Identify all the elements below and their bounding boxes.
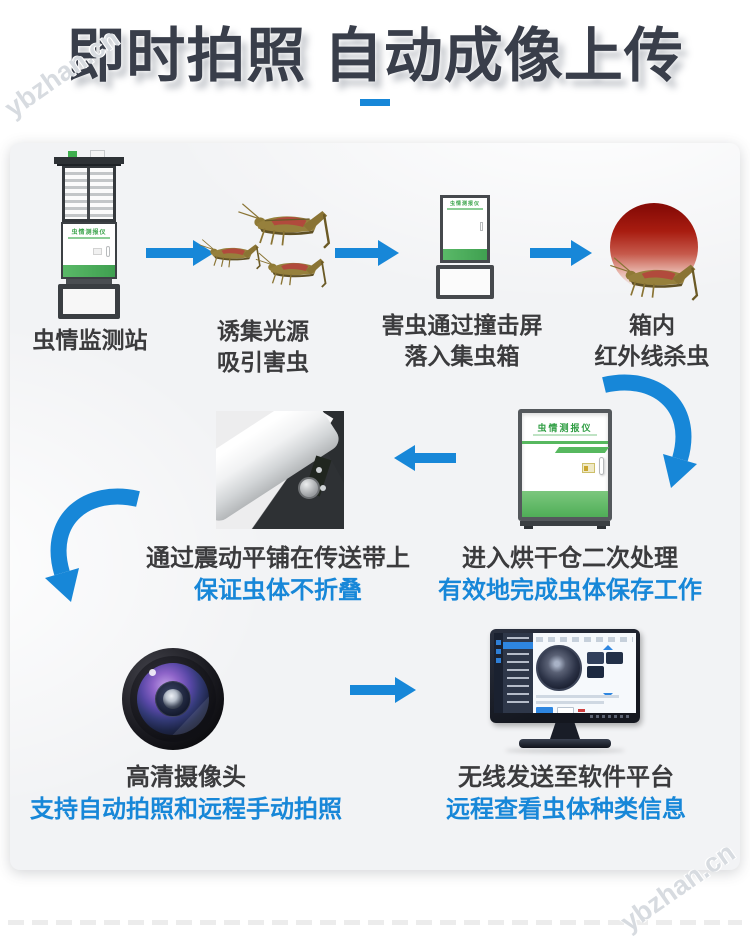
locusts-image: [198, 199, 334, 293]
station-base: [58, 284, 120, 319]
dryer-panel-text: 虫情测报仪: [537, 423, 593, 433]
insect-photo-circle: [536, 645, 582, 691]
page-title: 即时拍照 自动成像上传: [66, 23, 684, 89]
software-sidebar: [503, 633, 533, 713]
arrow-left-icon: [394, 445, 456, 471]
software-form: [536, 695, 633, 713]
arrow-right-icon-4: [350, 677, 416, 703]
label-conveyor: 通过震动平铺在传送带上 保证虫体不折叠: [146, 545, 410, 604]
impact-device-image: 虫情测报仪: [436, 195, 494, 299]
label-lure: 诱集光源 吸引害虫: [217, 318, 309, 375]
camera-lens-image: [122, 648, 224, 750]
software-main-area: [533, 633, 636, 713]
dryer-device-image: 虫情测报仪: [518, 409, 612, 529]
software-screen: [494, 633, 636, 713]
grasshopper-icon: [199, 239, 261, 270]
grasshopper-icon: [255, 252, 327, 288]
station-handle: [106, 246, 110, 257]
conveyor-photo: [216, 411, 344, 529]
title-underline: [360, 99, 390, 106]
curved-arrow-down-left-icon: [602, 374, 697, 488]
station-green-band: [63, 265, 115, 277]
station-panel-text: 虫情测报仪: [71, 230, 107, 236]
label-camera: 高清摄像头 支持自动拍照和远程手动拍照: [30, 764, 342, 823]
dryer-handle: [599, 457, 604, 475]
arrow-right-icon-2: [335, 240, 399, 266]
station-front-panel: 虫情测报仪: [61, 222, 117, 279]
dryer-green-band: [522, 491, 608, 517]
station-roof: [54, 157, 124, 164]
label-kill: 箱内 红外线杀虫: [594, 312, 710, 369]
chevron-up-icon: [603, 645, 613, 650]
arrow-right-icon-3: [530, 240, 592, 266]
monitor-frame: [490, 629, 640, 723]
infrared-kill-image: [604, 203, 704, 305]
station-indicator: [68, 151, 77, 158]
grasshopper-icon: [238, 203, 331, 249]
impact-stand: [436, 265, 494, 299]
impact-cabinet: 虫情测报仪: [440, 195, 490, 263]
label-monitor: 无线发送至软件平台 远程查看虫体种类信息: [446, 764, 686, 823]
cutoff-text-strip: [8, 920, 742, 925]
station-device-image: 虫情测报仪: [54, 150, 124, 319]
process-diagram-card: 虫情测报仪 虫情监测站: [10, 143, 740, 870]
monitor-image: [490, 629, 640, 757]
curved-arrow-down-right-icon: [45, 488, 140, 602]
software-toolbar: [536, 637, 633, 642]
label-dryer: 进入烘干仓二次处理 有效地完成虫体保存工作: [438, 545, 702, 604]
label-station: 虫情监测站: [32, 327, 148, 353]
arrow-right-icon-1: [146, 240, 214, 266]
thumbnail-grid: [587, 645, 627, 698]
label-impact: 害虫通过撞击屏 落入集虫箱: [381, 312, 543, 369]
station-lamp-cage: [62, 166, 116, 222]
warning-sticker: [582, 463, 595, 473]
grasshopper-icon: [610, 257, 699, 301]
dryer-cabinet: 虫情测报仪: [518, 409, 612, 521]
